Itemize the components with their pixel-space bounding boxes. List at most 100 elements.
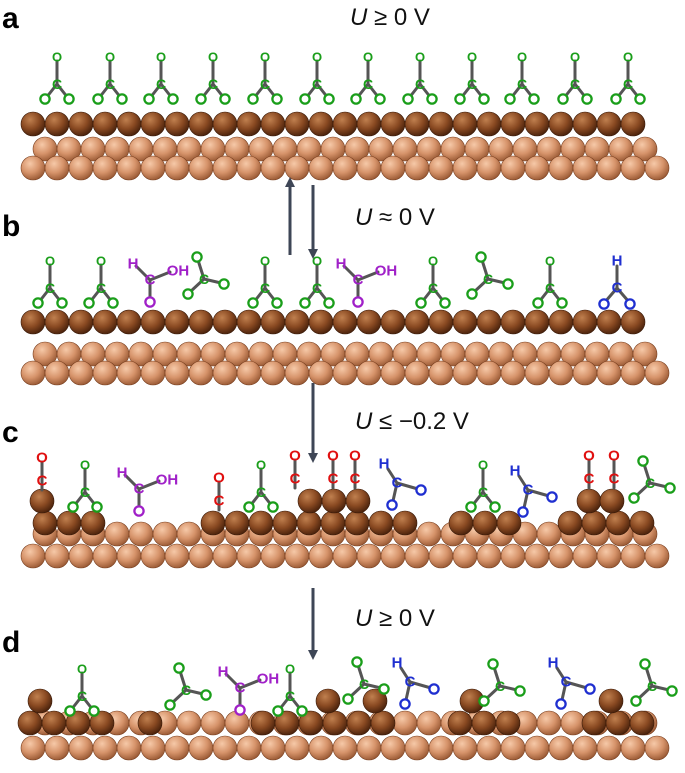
atom-letter: C [467, 76, 477, 92]
atom-letter: C [647, 678, 657, 694]
oxygen-atom [56, 297, 68, 309]
cu-bulk-atom [356, 155, 382, 181]
atom-letter: O [570, 50, 580, 65]
cu-surface-atom [581, 510, 607, 536]
cu-bulk-atom [128, 521, 154, 547]
cu-surface-atom [140, 309, 166, 335]
atom-letter: H [336, 256, 347, 273]
oxygen-atom [428, 683, 440, 695]
cu-bulk-atom [632, 341, 658, 367]
oxygen-atom [351, 656, 363, 668]
cu-surface-atom [548, 309, 574, 335]
cu-bulk-atom [452, 735, 478, 761]
cu-surface-atom [56, 510, 82, 536]
oxygen-atom [415, 484, 427, 496]
cu-surface-atom [572, 309, 598, 335]
bond-line [399, 666, 412, 684]
atom-letter: C [392, 475, 403, 492]
cu-surface-atom [368, 510, 394, 536]
oxygen-atom [67, 501, 79, 513]
atom-letter: H [392, 655, 403, 672]
cu-bulk-atom [632, 136, 658, 162]
cu-bulk-atom [92, 155, 118, 181]
bond-line [348, 682, 366, 699]
oxygen-atom [584, 683, 596, 695]
cu-bulk-atom [428, 735, 454, 761]
oxygen-atom [399, 698, 411, 710]
oxygen-atom [296, 705, 308, 717]
cu-bulk-atom [188, 735, 214, 761]
oxygen-atom [502, 278, 514, 290]
atom-letter: C [214, 493, 225, 510]
cu-bulk-atom [212, 155, 238, 181]
cu-bulk-atom [452, 155, 478, 181]
cu-bulk-atom [176, 521, 202, 547]
oxygen-atom [478, 695, 490, 707]
oxygen-atom [247, 297, 259, 309]
potential-symbol: U [350, 4, 368, 31]
oxygen-atom [556, 297, 568, 309]
cu-bulk-atom [428, 360, 454, 386]
bond-line [648, 481, 669, 489]
cu-surface-atom [44, 111, 70, 137]
cu-bulk-atom [164, 543, 190, 569]
panel-label-a: a [2, 2, 19, 35]
cu-surface-atom [356, 309, 382, 335]
oxygen-atom [342, 693, 354, 705]
cu-bulk-atom [140, 360, 166, 386]
cu-bulk-atom [572, 360, 598, 386]
oxygen-atom [454, 93, 466, 105]
atom-letter: OH [167, 263, 190, 280]
cu-bulk-atom [116, 360, 142, 386]
bond-line [498, 684, 519, 692]
atom-letter: O [312, 50, 322, 65]
atom-letter: O [260, 254, 270, 269]
atom-letter: H [218, 664, 229, 681]
cu-surface-atom [308, 111, 334, 137]
atom-letter: O [260, 50, 270, 65]
cu-bulk-atom [200, 710, 226, 736]
atom-letter: O [156, 50, 166, 65]
cu-surface-atom [476, 309, 502, 335]
cu-surface-atom [404, 111, 430, 137]
bond-line [486, 277, 507, 285]
atom-letter: O [363, 50, 373, 65]
cu-bulk-atom [188, 155, 214, 181]
bond-line [123, 473, 141, 491]
cu-surface-atom [272, 510, 298, 536]
cu-surface-atom [164, 309, 190, 335]
oxygen-atom [664, 482, 676, 494]
cu-bulk-atom [548, 360, 574, 386]
cu-bulk-atom [236, 735, 262, 761]
cu-bulk-atom [164, 360, 190, 386]
cu-surface-atom [629, 710, 655, 736]
cu-surface-atom [620, 111, 646, 137]
atom-letter: O [623, 50, 633, 65]
bond-line [184, 688, 205, 696]
bond-line [484, 684, 502, 701]
cu-surface-atom [500, 111, 526, 137]
cu-surface-atom [140, 111, 166, 137]
potential-d: U ≥ 0 V [355, 607, 435, 631]
cu-bulk-atom [452, 543, 478, 569]
oxygen-atom [630, 695, 642, 707]
oxygen-atom [352, 296, 364, 308]
cu-surface-atom [212, 111, 238, 137]
cu-surface-atom [472, 510, 498, 536]
oxygen-atom [195, 93, 207, 105]
cu-surface-atom [524, 309, 550, 335]
cu-surface-atom [260, 111, 286, 137]
cu-surface-atom [452, 111, 478, 137]
atom-letter: O [256, 458, 266, 473]
bond-line [526, 488, 551, 498]
cu-surface-atom [548, 111, 574, 137]
oxygen-atom [234, 704, 246, 716]
oxygen-atom [299, 93, 311, 105]
potential-symbol: U [355, 605, 373, 632]
oxygen-atom [634, 93, 646, 105]
cu-bulk-atom [44, 735, 70, 761]
oxygen-atom [465, 501, 477, 513]
atom-letter: O [545, 254, 555, 269]
cu-bulk-atom [152, 521, 178, 547]
bond-line [202, 277, 223, 285]
